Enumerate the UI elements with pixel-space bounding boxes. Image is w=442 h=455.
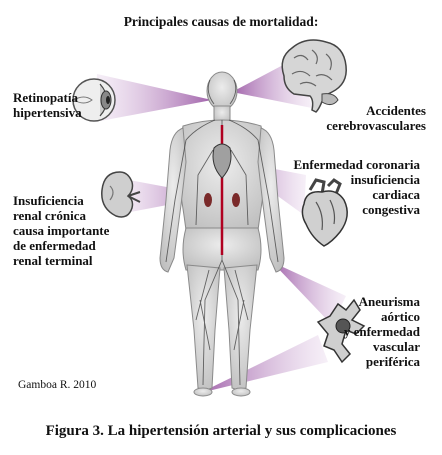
label-aneurisma: Aneurisma aórtico y enfermedad vascular …: [343, 294, 420, 369]
figure-kidney-left: [204, 193, 212, 207]
beam-aorta-lower: [200, 335, 328, 393]
label-retinopatia: Retinopatía hipertensiva: [13, 90, 82, 120]
central-arteries: [204, 125, 240, 255]
brain-icon: [281, 39, 347, 113]
label-renal: Insuficiencia renal crónica causa import…: [13, 193, 110, 268]
figure-kidney-right: [232, 193, 240, 207]
left-foot: [193, 387, 213, 397]
right-foot: [231, 387, 251, 397]
left-arm: [159, 127, 187, 273]
right-arm: [257, 127, 285, 273]
eye-icon: [72, 78, 116, 122]
credit: Gamboa R. 2010: [18, 379, 97, 391]
beam-eye: [95, 74, 212, 122]
beam-aorta-upper: [272, 262, 346, 325]
heart-icon: [301, 178, 348, 247]
head: [206, 71, 238, 111]
diagram-title: Principales causas de mortalidad:: [123, 14, 319, 29]
label-coronaria: Enfermedad coronaria insuficiencia cardi…: [293, 157, 421, 217]
label-accidentes: Accidentes cerebrovasculares: [326, 103, 426, 133]
aorta-icon: [316, 298, 366, 364]
figure-heart: [212, 143, 232, 179]
kidney-icon: [101, 171, 141, 218]
figure-caption: Figura 3. La hipertensión arterial y sus…: [45, 423, 397, 439]
